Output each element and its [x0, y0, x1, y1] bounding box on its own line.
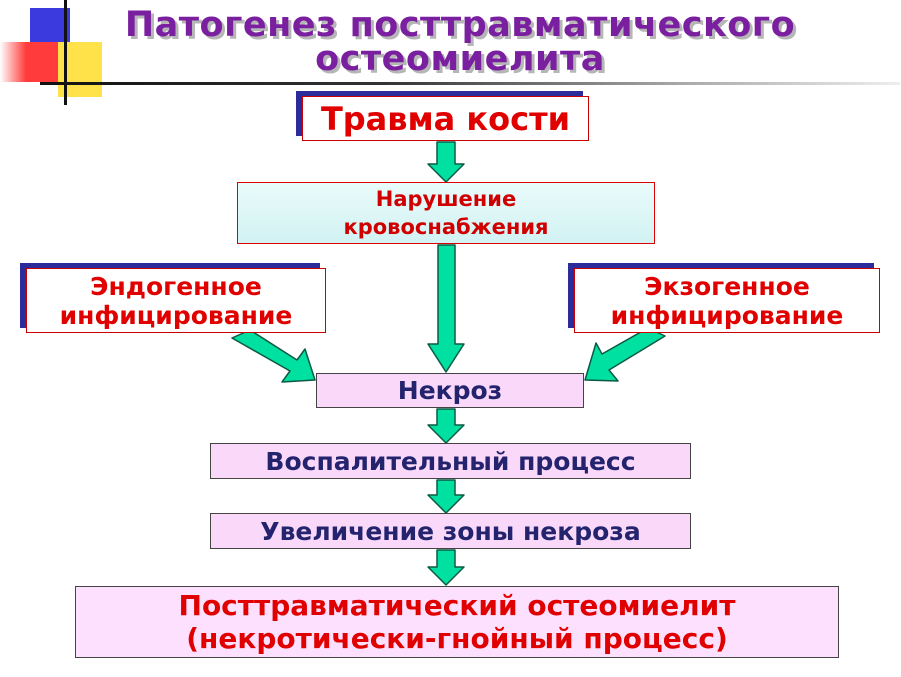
node-endo-line-1: Эндогенное [90, 271, 262, 301]
node-blood-supply-disruption: Нарушение кровоснабжения [237, 182, 655, 244]
node-exo-line-1: Экзогенное [644, 271, 810, 301]
node-final-line-1: Посттравматический остеомиелит [178, 589, 736, 622]
node-blood-line-2: кровоснабжения [343, 215, 549, 239]
node-endogenous-infection: Эндогенное инфицирование [26, 268, 326, 333]
node-necrosis-increase-label: Увеличение зоны некроза [260, 516, 641, 546]
node-necrosis-increase: Увеличение зоны некроза [210, 513, 691, 549]
node-endo-line-2: инфицирование [59, 300, 293, 330]
arrow-exo-to-necrosis [584, 327, 666, 382]
decor-vertical-line [64, 0, 67, 105]
arrow-trauma-to-blood [427, 141, 465, 183]
node-necrosis-label: Некроз [397, 376, 503, 405]
arrow-necrosis-to-inflammation [427, 408, 465, 444]
node-exogenous-infection: Экзогенное инфицирование [574, 268, 880, 333]
node-blood-line-1: Нарушение [375, 187, 517, 211]
node-bone-trauma-label: Травма кости [320, 99, 571, 138]
node-final-line-2: (некротически-гнойный процесс) [186, 622, 728, 655]
slide-title: Патогенез посттравматического остеомиели… [60, 5, 860, 79]
decor-red-square [0, 42, 58, 82]
decor-horizontal-line [40, 82, 900, 85]
arrow-increase-to-final [427, 549, 465, 586]
arrow-inflammation-to-increase [427, 479, 465, 514]
node-inflammation-label: Воспалительный процесс [265, 446, 636, 476]
title-line-1: Патогенез посттравматического [124, 5, 796, 45]
node-exo-line-2: инфицирование [610, 300, 844, 330]
arrow-blood-to-necrosis [427, 244, 465, 373]
node-necrosis: Некроз [316, 373, 584, 408]
decor-blue-square [30, 8, 70, 46]
title-line-2: остеомиелита [315, 39, 605, 79]
node-final-osteomyelitis: Посттравматический остеомиелит (некротич… [75, 586, 839, 658]
node-bone-trauma: Травма кости [302, 96, 589, 141]
arrow-endo-to-necrosis [231, 329, 316, 383]
node-inflammation: Воспалительный процесс [210, 443, 691, 479]
